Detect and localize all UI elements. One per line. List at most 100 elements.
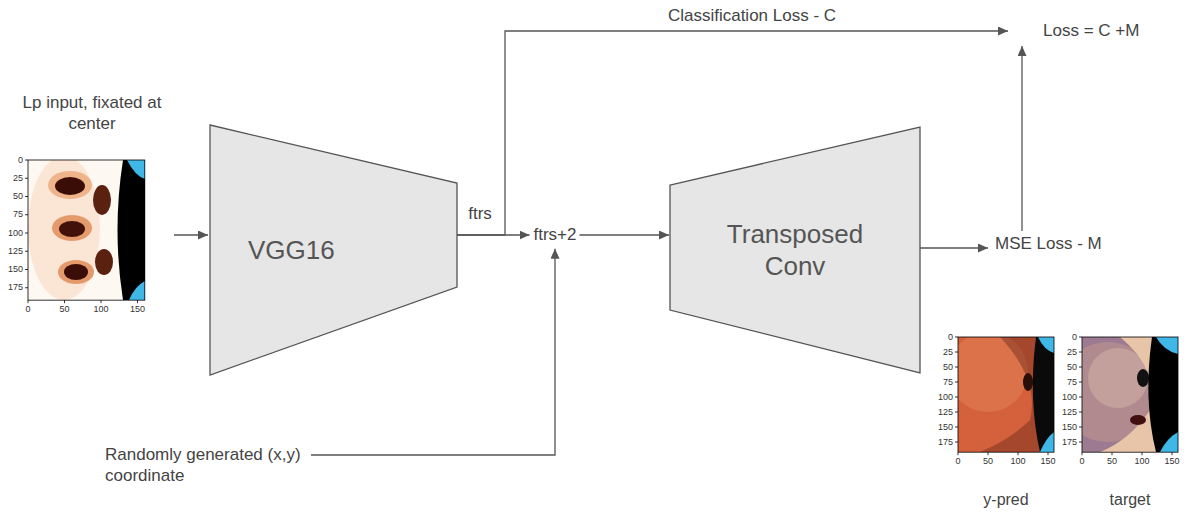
axis-tick-label: 175 [938, 438, 953, 447]
axis-tick-label: 50 [1107, 457, 1117, 466]
decoder-trapezoid-polygon [670, 127, 920, 373]
axis-tick-label: 75 [13, 210, 23, 219]
encoder-trapezoid-polygon [210, 125, 457, 375]
feature-label-text: ftrs+2 [534, 224, 577, 245]
total-loss-label-text: Loss = C +M [1043, 20, 1139, 41]
tick-mark [1079, 412, 1082, 413]
tick-mark [25, 269, 28, 270]
tick-mark [25, 178, 28, 179]
tick-mark [955, 367, 958, 368]
axis-tick-label: 150 [130, 305, 145, 314]
decoder-trapezoid-outline [670, 127, 920, 373]
axis-tick-label: 150 [1062, 423, 1077, 432]
axis-tick-label: 125 [1062, 408, 1077, 417]
connector-arrow [580, 234, 670, 235]
axis-tick-label: 175 [8, 283, 23, 292]
image-frame [28, 160, 145, 300]
axis-tick-label: 100 [8, 229, 23, 238]
tick-mark [955, 412, 958, 413]
axis-tick-label: 100 [938, 393, 953, 402]
axis-tick-label: 25 [943, 348, 953, 357]
image-frame [958, 337, 1054, 452]
tick-mark [1079, 427, 1082, 428]
image-axes [25, 160, 1178, 455]
target-image [1082, 337, 1178, 452]
total-loss-label: Loss = C +M [1010, 18, 1139, 44]
tick-mark [25, 214, 28, 215]
tick-mark [955, 397, 958, 398]
tick-mark [1112, 452, 1113, 455]
tick-mark [1048, 452, 1049, 455]
loss-label: MSE Loss - M [990, 233, 1102, 254]
axis-tick-label: 0 [25, 305, 30, 314]
axis-tick-label: 50 [983, 457, 993, 466]
axis-tick-label: 150 [1040, 457, 1055, 466]
axis-tick-label: 100 [93, 305, 108, 314]
tick-mark [25, 160, 28, 161]
axis-tick-label: 50 [13, 192, 23, 201]
axis-tick-label: 150 [8, 265, 23, 274]
feature-label: ftrs+2 [534, 224, 577, 245]
tick-mark [1079, 367, 1082, 368]
tick-mark [1018, 452, 1019, 455]
connector-arrow [1021, 46, 1022, 231]
tick-mark [64, 300, 65, 303]
axis-tick-label: 50 [1067, 363, 1077, 372]
tick-mark [1172, 452, 1173, 455]
tick-mark [955, 427, 958, 428]
image-caption: y-pred [983, 492, 1028, 508]
input-image-block: Lp input, fixated at center [12, 92, 172, 310]
axis-tick-label: 0 [948, 333, 953, 342]
prediction-image [958, 337, 1054, 452]
tick-mark [25, 196, 28, 197]
tick-mark [958, 452, 959, 455]
axis-tick-label: 100 [1010, 457, 1025, 466]
axis-tick-label: 25 [13, 174, 23, 183]
axis-tick-label: 50 [59, 305, 69, 314]
image-frame [1082, 337, 1178, 452]
tick-mark [988, 452, 989, 455]
axis-tick-label: 0 [955, 457, 960, 466]
axis-tick-label: 75 [943, 378, 953, 387]
axis-tick-label: 100 [1062, 393, 1077, 402]
tick-mark [25, 287, 28, 288]
tick-mark [25, 251, 28, 252]
encoder-trapezoid: VGG16 [210, 125, 457, 375]
tick-mark [955, 442, 958, 443]
axis-tick-label: 100 [1134, 457, 1149, 466]
tick-mark [1142, 452, 1143, 455]
coordinate-label: Randomly generated (x,y) coordinate [105, 444, 305, 487]
axis-tick-label: 125 [938, 408, 953, 417]
tick-mark [101, 300, 102, 303]
tick-mark [955, 352, 958, 353]
encoder-trapezoid-text: VGG16 [248, 234, 335, 267]
tick-mark [955, 382, 958, 383]
axis-tick-label: 125 [8, 247, 23, 256]
axis-tick-label: 0 [1079, 457, 1084, 466]
axis-tick-label: 25 [1067, 348, 1077, 357]
tick-mark [137, 300, 138, 303]
tick-mark [955, 337, 958, 338]
edge-label: ftrs [466, 204, 494, 224]
loss-label-text: MSE Loss - M [995, 233, 1102, 254]
connector-arrow [920, 247, 988, 248]
tick-mark [28, 300, 29, 303]
tick-mark [1079, 382, 1082, 383]
axis-tick-label: 150 [938, 423, 953, 432]
tick-mark [25, 233, 28, 234]
coordinate-label-text: Randomly generated (x,y) coordinate [105, 444, 305, 487]
axis-tick-label: 0 [1072, 333, 1077, 342]
tick-mark [1079, 352, 1082, 353]
image-caption: target [1110, 492, 1151, 508]
edge-label: Classification Loss - C [666, 6, 838, 26]
axis-tick-label: 175 [1062, 438, 1077, 447]
tick-mark [1079, 397, 1082, 398]
tick-mark [1079, 337, 1082, 338]
axis-tick-label: 150 [1164, 457, 1179, 466]
axis-tick-label: 0 [18, 156, 23, 165]
axis-tick-label: 50 [943, 363, 953, 372]
connector-arrow [174, 234, 208, 235]
decoder-trapezoid: Transposed Conv [670, 127, 920, 373]
